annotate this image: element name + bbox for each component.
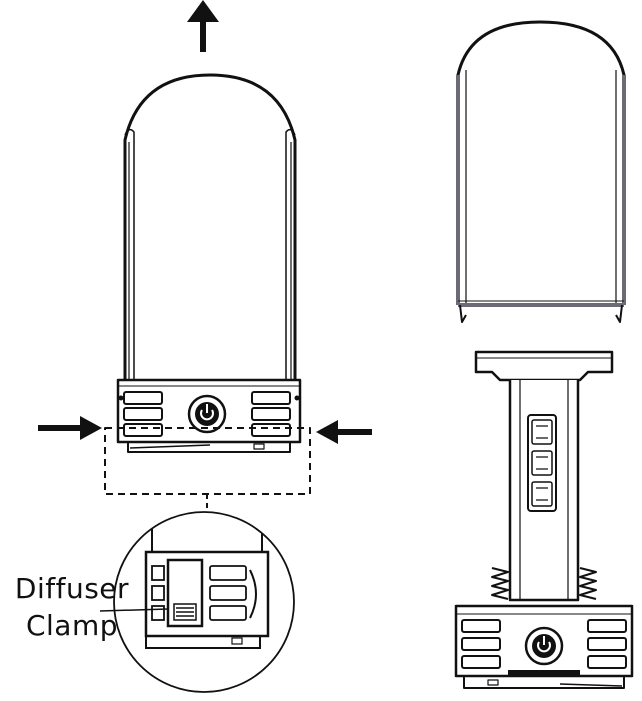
right-arrow-icon [38, 416, 102, 440]
power-icon [187, 394, 227, 434]
diffuser-dome [123, 73, 297, 380]
lantern-base [116, 378, 302, 453]
power-icon [524, 626, 564, 666]
zoom-detail [99, 511, 295, 693]
brand-logo [508, 670, 580, 676]
callout-label-line2: Clamp [25, 609, 119, 642]
removed-diffuser [456, 20, 626, 323]
callout-leader [99, 608, 169, 612]
callout-label-line1: Diffuser [14, 572, 130, 605]
left-arrow-icon [316, 420, 372, 444]
left-lantern [38, 0, 372, 520]
diffuser-clamp [166, 558, 204, 628]
lantern-body [454, 350, 634, 689]
up-arrow-icon [187, 0, 219, 52]
